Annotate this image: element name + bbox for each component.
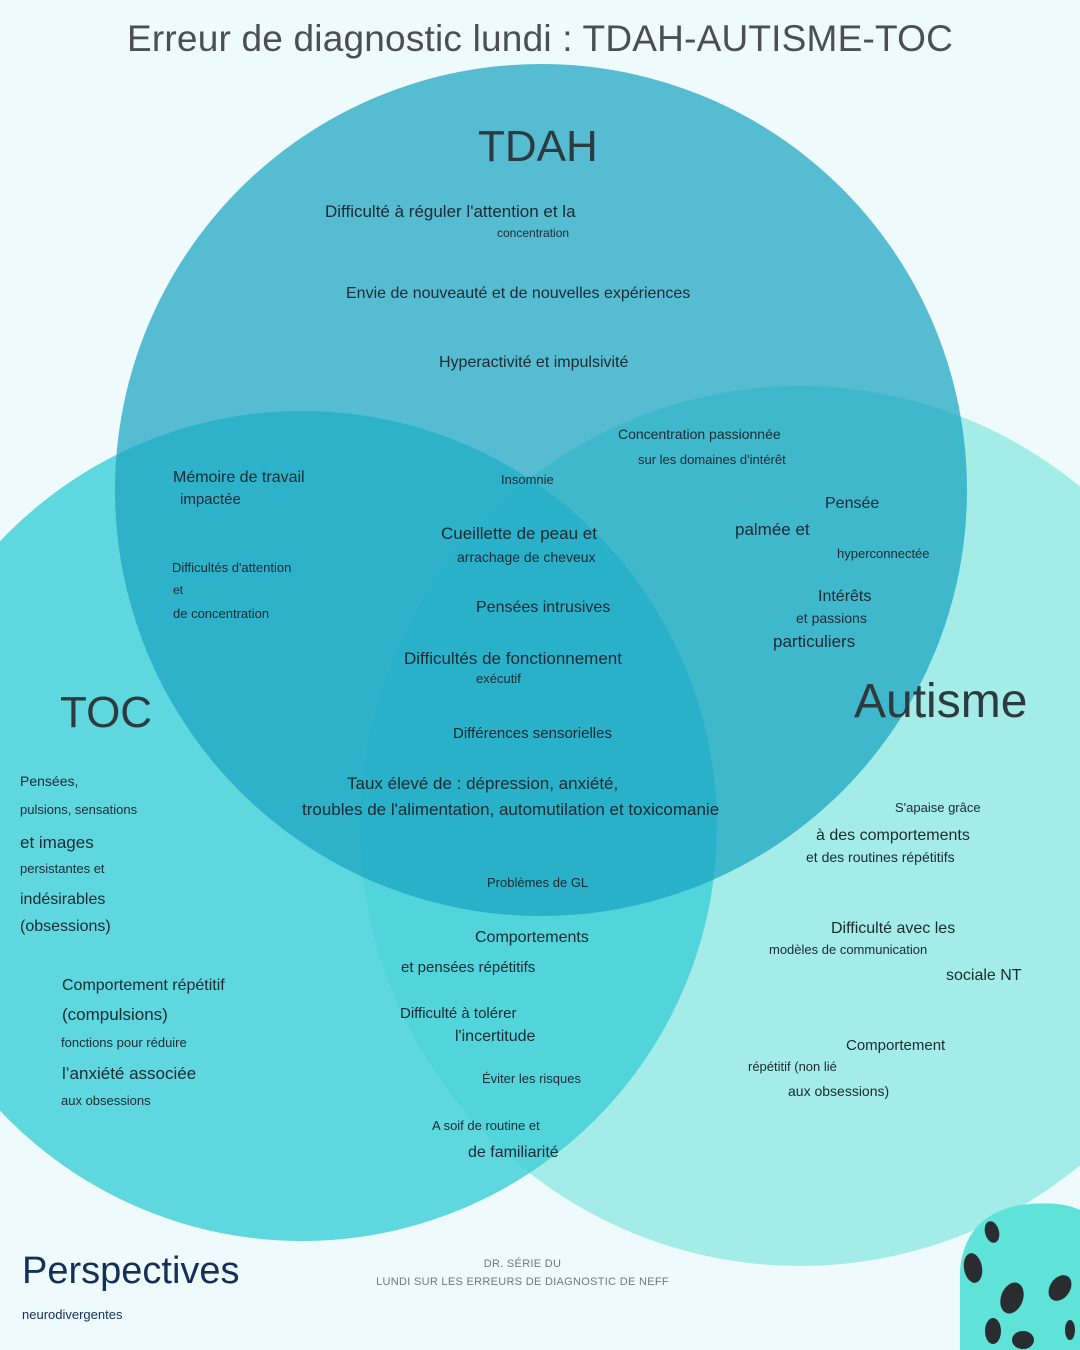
autisme-repetitif: répétitif (non lié	[748, 1059, 837, 1074]
all-sensorielles: Différences sensorielles	[453, 725, 612, 742]
tdah-circle	[115, 64, 967, 916]
autisme-aux-obsessions: aux obsessions)	[788, 1083, 890, 1099]
tdah-autisme-hyperconnectee: hyperconnectée	[837, 546, 930, 561]
brand-name: Perspectives	[22, 1250, 240, 1292]
toc-anxiete: l’anxiété associée	[62, 1064, 197, 1083]
toc-autisme-tolerer: Difficulté à tolérer	[400, 1005, 517, 1022]
all-fonctionnement: Difficultés de fonctionnement	[404, 649, 622, 668]
autisme-comportement-rep: Comportement	[846, 1037, 946, 1054]
toc-autisme-routine: A soif de routine et	[432, 1118, 540, 1133]
tdah-toc-attention: Difficultés d'attention	[172, 560, 292, 575]
toc-indesirables: indésirables	[20, 891, 106, 908]
toc-images: et images	[20, 833, 94, 852]
toc-obsessions: (obsessions)	[20, 918, 111, 935]
autisme-modeles: modèles de communication	[769, 942, 928, 957]
tdah-autisme-particuliers: particuliers	[773, 632, 856, 651]
autisme-routines: et des routines répétitifs	[806, 849, 955, 865]
tdah-toc-concentration: de concentration	[173, 606, 270, 621]
tdah-autisme-pensee: Pensée	[825, 495, 880, 512]
credit-line-1: DR. SÉRIE DU	[483, 1258, 562, 1270]
toc-autisme-pensees: et pensées répétitifs	[401, 959, 536, 976]
toc-pensees: Pensées,	[20, 773, 79, 789]
all-fonctionnement-cont: exécutif	[476, 671, 521, 686]
tdah-item-attention-cont: concentration	[497, 226, 570, 240]
tdah-autisme-palmee: palmée et	[735, 520, 810, 539]
tdah-autisme-interets: Intérêts	[818, 588, 872, 605]
decoration-dots	[963, 1221, 1075, 1349]
all-insomnie: Insomnie	[501, 472, 554, 487]
toc-compulsions: (compulsions)	[62, 1005, 168, 1024]
all-cueillette-cont: arrachage de cheveux	[457, 549, 596, 565]
tdah-item-nouveaute: Envie de nouveauté et de nouvelles expér…	[346, 285, 691, 302]
page-title: Erreur de diagnostic lundi : TDAH-AUTISM…	[127, 18, 953, 59]
autisme-difficulte: Difficulté avec les	[831, 920, 956, 937]
toc-pulsions: pulsions, sensations	[20, 802, 138, 817]
toc-autisme-risques: Éviter les risques	[482, 1071, 581, 1086]
all-taux-eleve: Taux élevé de : dépression, anxiété,	[347, 774, 619, 793]
toc-autisme-gl: Problèmes de GL	[487, 875, 589, 890]
toc-set-label: TOC	[60, 688, 153, 737]
all-pensees-intrusives: Pensées intrusives	[476, 599, 611, 616]
tdah-item-attention: Difficulté à réguler l'attention et la	[325, 202, 576, 221]
toc-aux-obsessions: aux obsessions	[61, 1093, 151, 1108]
tdah-toc-memoire-cont: impactée	[180, 491, 241, 508]
tdah-toc-memoire: Mémoire de travail	[173, 469, 305, 486]
all-cueillette: Cueillette de peau et	[441, 524, 597, 543]
tdah-autisme-concentration-cont: sur les domaines d'intérêt	[638, 452, 786, 467]
autisme-set-label: Autisme	[854, 675, 1028, 728]
toc-comportement: Comportement répétitif	[62, 977, 225, 994]
toc-fonctions: fonctions pour réduire	[61, 1035, 187, 1050]
toc-autisme-familiarite: de familiarité	[468, 1144, 559, 1161]
toc-autisme-incertitude: l'incertitude	[455, 1028, 536, 1045]
autisme-sociale: sociale NT	[946, 967, 1022, 984]
tdah-autisme-concentration: Concentration passionnée	[618, 426, 781, 442]
toc-autisme-comportements: Comportements	[475, 929, 589, 946]
tdah-set-label: TDAH	[478, 122, 598, 171]
tdah-autisme-passions: et passions	[796, 610, 867, 626]
all-taux-eleve-cont: troubles de l'alimentation, automutilati…	[302, 800, 720, 819]
tdah-toc-attention-et: et	[173, 583, 184, 597]
autisme-comportements: à des comportements	[816, 827, 970, 844]
brand-subtitle: neurodivergentes	[22, 1307, 123, 1322]
credit-line-2: LUNDI SUR LES ERREURS DE DIAGNOSTIC DE N…	[376, 1276, 669, 1288]
autisme-apaise: S'apaise grâce	[895, 800, 981, 815]
tdah-item-hyperactivite: Hyperactivité et impulsivité	[439, 354, 629, 371]
toc-persistantes: persistantes et	[20, 861, 105, 876]
